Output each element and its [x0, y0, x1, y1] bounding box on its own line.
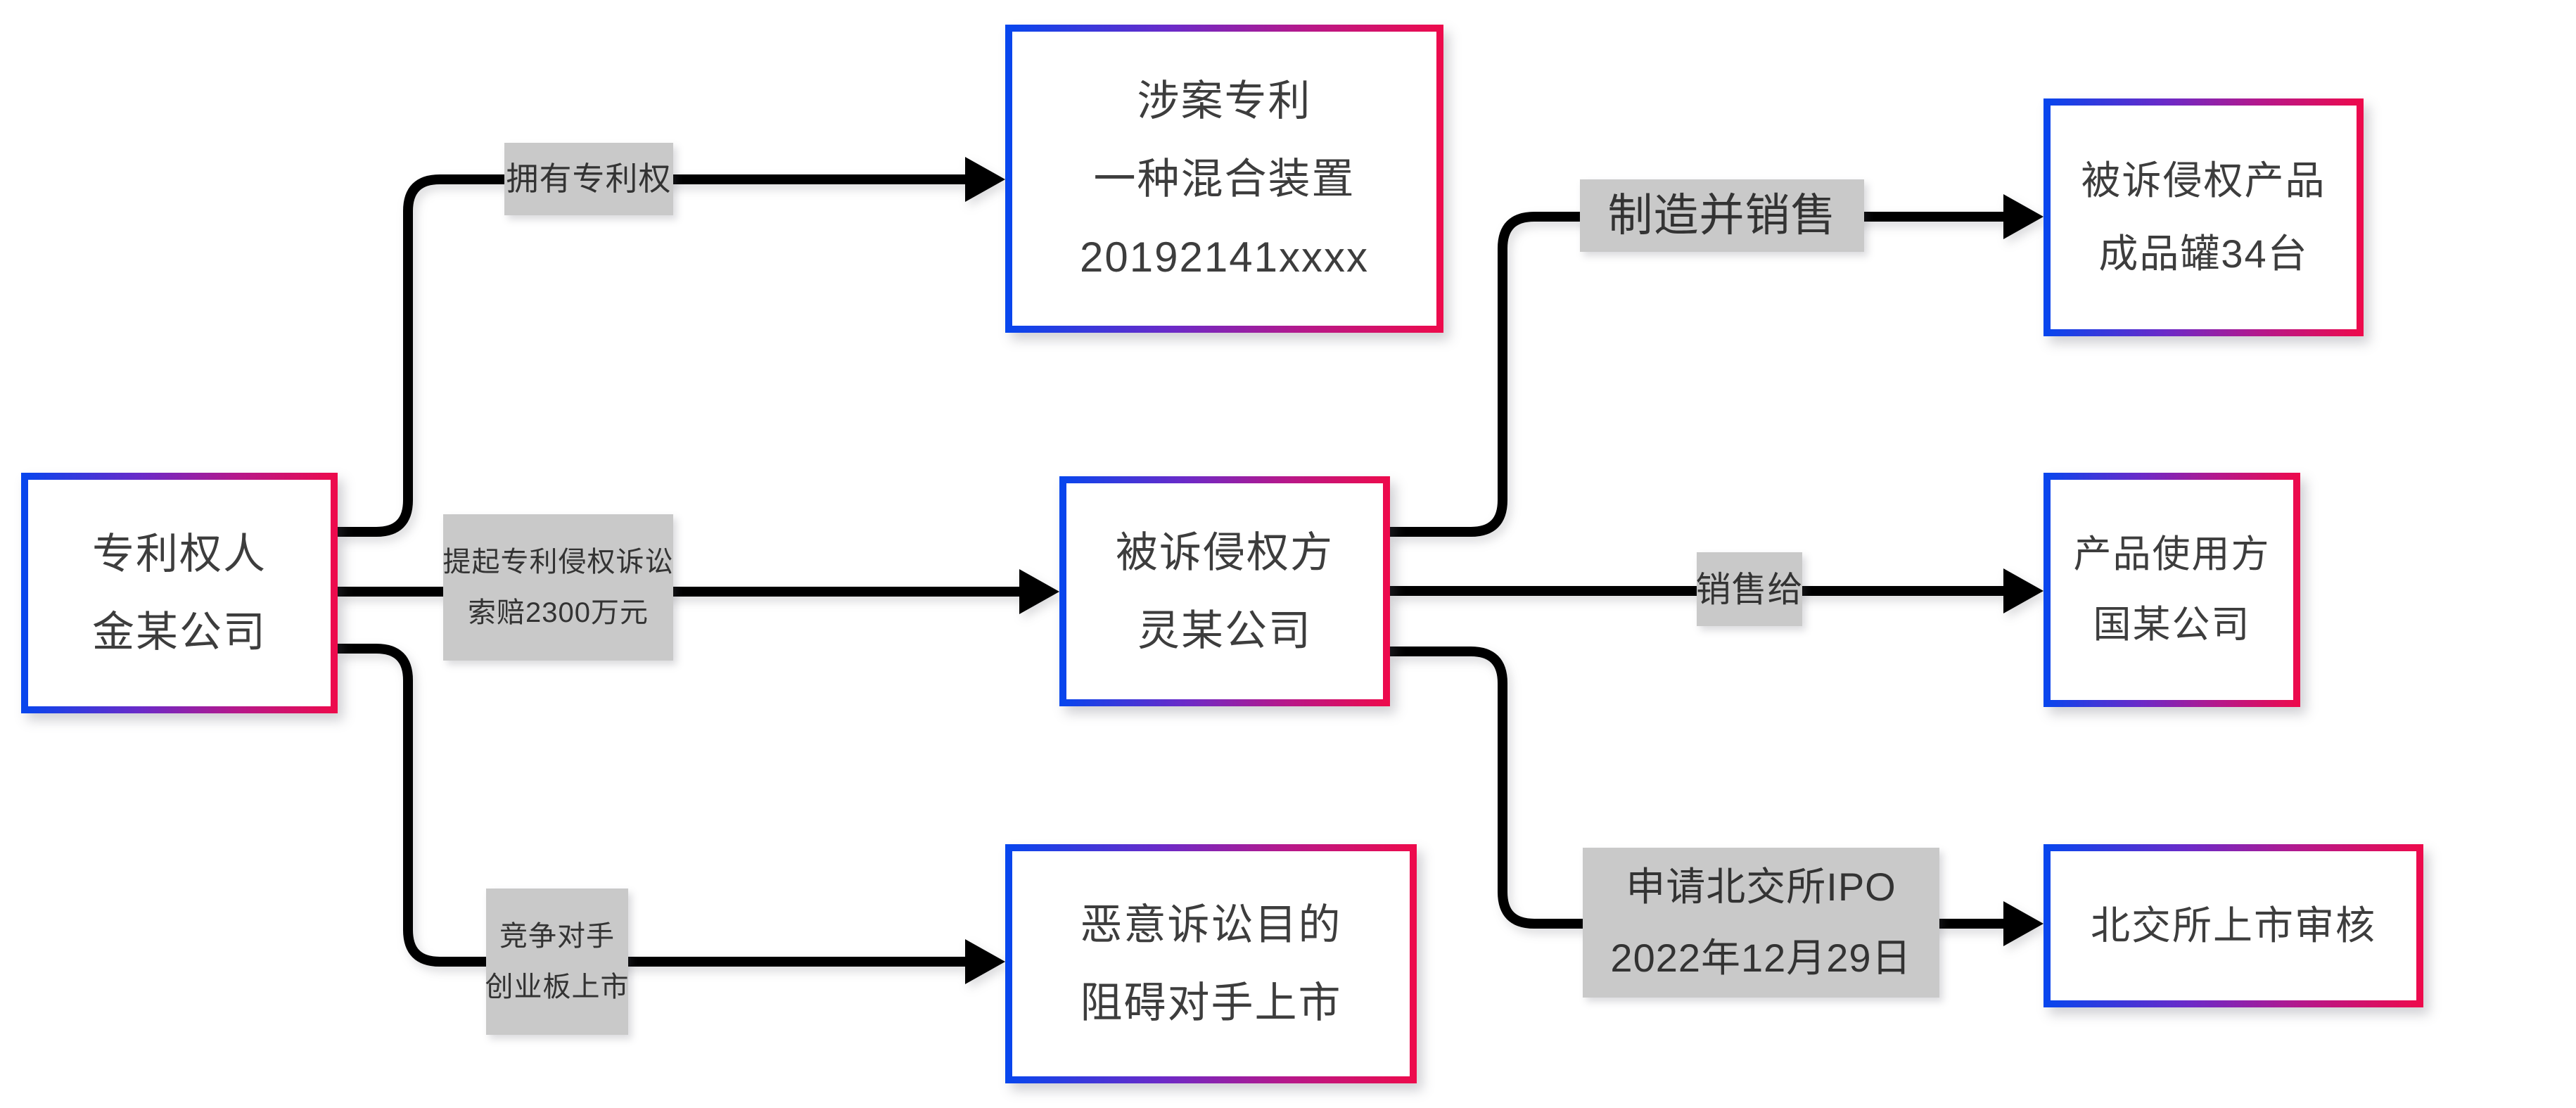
node-patent-line-3: 20192141xxxx [1080, 233, 1369, 281]
node-accused: 被诉侵权方 灵某公司 [1059, 476, 1390, 706]
node-malicious-line-2: 阻碍对手上市 [1080, 979, 1342, 1026]
edge-label-competitor: 竞争对手 创业板上市 [485, 889, 630, 1035]
edge-manufacture-arrowhead [2003, 194, 2043, 239]
node-patentee-body: 专利权人 金某公司 [28, 480, 331, 706]
node-user-line-2: 国某公司 [2093, 603, 2251, 646]
node-product-line-1: 被诉侵权产品 [2081, 158, 2326, 203]
edge-manufacture-connector [1390, 194, 2043, 537]
edge-label-ipo-line-1: 申请北交所IPO [1626, 864, 1896, 909]
edge-owns-line [338, 174, 968, 537]
node-patentee-line-1: 专利权人 [92, 530, 267, 578]
edge-label-sell-line-1: 销售给 [1695, 569, 1804, 609]
edge-label-lawsuit-line-2: 索赔2300万元 [468, 597, 649, 628]
node-user-line-1: 产品使用方 [2073, 533, 2271, 575]
node-product-body: 被诉侵权产品 成品罐34台 [2051, 106, 2357, 329]
node-product-line-2: 成品罐34台 [2098, 231, 2309, 276]
edge-owns-connector [338, 157, 1005, 537]
node-malicious: 恶意诉讼目的 阻碍对手上市 [1005, 844, 1417, 1083]
node-review: 北交所上市审核 [2043, 844, 2423, 1007]
edge-label-competitor-line-1: 竞争对手 [499, 921, 615, 952]
node-patent-line-2: 一种混合装置 [1093, 155, 1356, 203]
edge-lawsuit-arrowhead [1019, 569, 1059, 614]
node-patentee: 专利权人 金某公司 [21, 473, 338, 713]
edge-label-competitor-line-2: 创业板上市 [485, 972, 630, 1002]
edge-label-lawsuit-line-1: 提起专利侵权诉讼 [442, 547, 674, 578]
edge-label-owns-line-1: 拥有专利权 [506, 160, 672, 198]
node-accused-line-2: 灵某公司 [1137, 606, 1312, 654]
edge-competitor-line [338, 644, 968, 967]
edge-label-manufacture-line-1: 制造并销售 [1607, 189, 1837, 241]
edge-label-lawsuit: 提起专利侵权诉讼 索赔2300万元 [443, 514, 673, 661]
edge-label-ipo: 申请北交所IPO 2022年12月29日 [1583, 848, 1939, 998]
node-user-body: 产品使用方 国某公司 [2051, 480, 2293, 700]
node-patent-body: 涉案专利 一种混合装置 20192141xxxx [1012, 32, 1436, 326]
edge-manufacture-line [1390, 212, 2006, 537]
node-product: 被诉侵权产品 成品罐34台 [2043, 98, 2364, 336]
edge-owns-arrowhead [965, 157, 1005, 202]
edge-competitor-arrowhead [965, 939, 1005, 984]
edge-ipo-arrowhead [2003, 901, 2043, 946]
edge-label-ipo-line-2: 2022年12月29日 [1610, 935, 1912, 980]
node-accused-line-1: 被诉侵权方 [1116, 528, 1334, 576]
node-patent-line-1: 涉案专利 [1137, 77, 1312, 125]
node-patentee-line-2: 金某公司 [92, 609, 267, 656]
node-malicious-body: 恶意诉讼目的 阻碍对手上市 [1012, 851, 1410, 1076]
edge-ipo-line [1390, 647, 2006, 929]
node-review-line-1: 北交所上市审核 [2091, 903, 2376, 948]
edge-ipo-connector [1390, 647, 2043, 946]
node-review-body: 北交所上市审核 [2051, 851, 2416, 1000]
edge-competitor-connector [338, 644, 1005, 984]
node-user: 产品使用方 国某公司 [2043, 473, 2300, 707]
node-accused-body: 被诉侵权方 灵某公司 [1066, 483, 1383, 699]
edge-label-manufacture: 制造并销售 [1580, 179, 1864, 252]
node-malicious-line-1: 恶意诉讼目的 [1080, 901, 1342, 948]
node-patent: 涉案专利 一种混合装置 20192141xxxx [1005, 25, 1443, 333]
edge-label-owns: 拥有专利权 [504, 143, 673, 215]
edge-sell-arrowhead [2003, 568, 2043, 613]
edge-label-sell: 销售给 [1695, 552, 1804, 626]
